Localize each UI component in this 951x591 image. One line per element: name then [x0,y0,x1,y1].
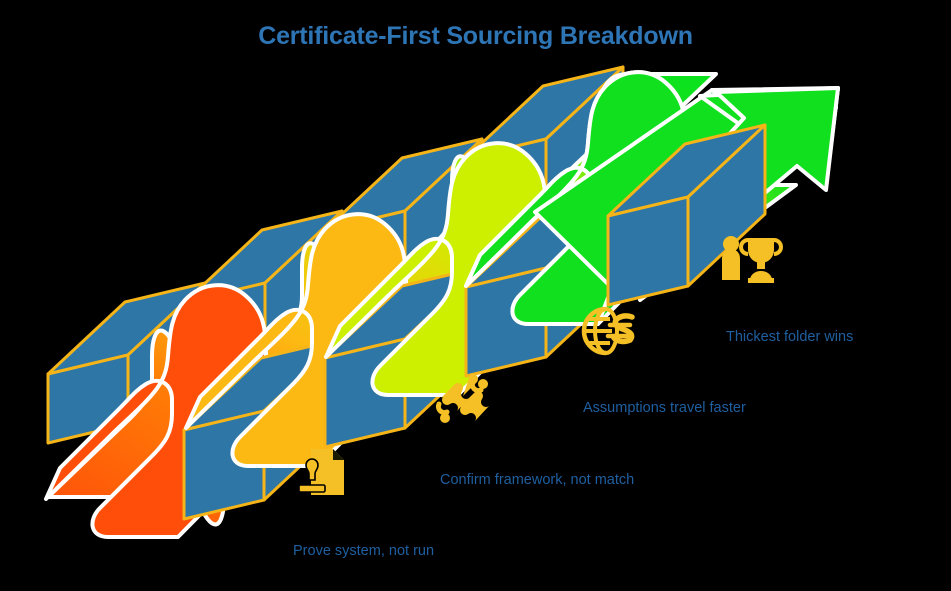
puzzle-pieces-icon [435,374,489,423]
process-block-4-front [606,123,767,307]
process-ribbon-segments [44,70,840,539]
step-label-3: Assumptions travel faster [583,400,746,416]
step-label-4: Thickest folder wins [726,329,854,345]
globe-currency-icon [581,306,635,356]
stamped-document-icon [298,449,344,495]
person-trophy-icon [722,236,783,283]
step-label-2: Confirm framework, not match [440,472,635,488]
step-label-1: Prove system, not run [293,543,435,559]
page-title: Certificate-First Sourcing Breakdown [258,22,693,50]
